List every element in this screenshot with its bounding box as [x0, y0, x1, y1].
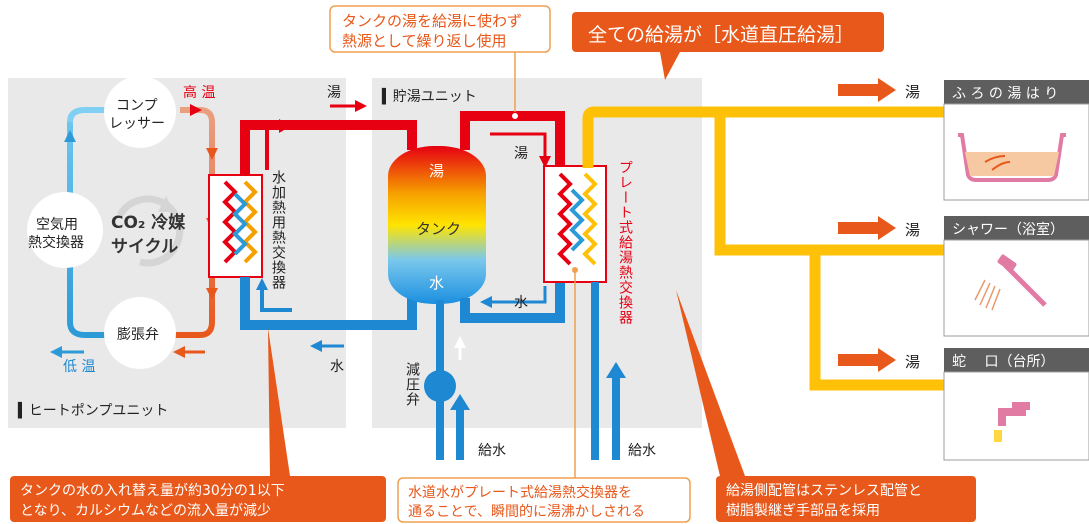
outlet-flow-faucet: 湯: [905, 353, 921, 371]
low-temp-label: 低 温: [63, 359, 96, 375]
outlet-flow-shower: 湯: [905, 221, 921, 239]
plate-water-label: 水: [514, 295, 528, 311]
air-heat-exchanger: [27, 192, 103, 268]
expansion-valve-label: 膨張弁: [117, 327, 159, 343]
outlet-flow-bath: 湯: [905, 83, 921, 101]
plate-exchanger-label: プレート式給湯熱交換器: [617, 160, 633, 325]
compressor-label-1: コンプ: [116, 98, 158, 114]
faucet-icon: [994, 402, 1030, 442]
storage-tank: [388, 146, 486, 304]
plate-hot-label: 湯: [514, 146, 528, 162]
tank-hot-label: 湯: [429, 162, 445, 180]
callout-tank-line1: タンクの水の入れ替え量が約30分の1以下: [20, 483, 285, 499]
callout-plate-line2: 通ることで、瞬間的に湯沸かしされる: [408, 504, 646, 520]
pressure-reducing-valve: [424, 370, 456, 402]
compressor: [104, 76, 176, 148]
tank-water-label: 水: [429, 274, 445, 292]
storage-unit-label: ▍貯湯ユニット: [382, 89, 477, 105]
pipe-hot-label: 湯: [327, 85, 341, 101]
pressure-valve-label: 減圧弁: [404, 362, 420, 407]
supply-water-label-1: 給水: [478, 443, 506, 459]
callout-reuse-line1: タンクの湯を給湯に使わず: [342, 12, 523, 30]
callout-reuse-line2: 熱源として繰り返し使用: [342, 32, 507, 50]
cycle-label-2: サイクル: [111, 237, 179, 257]
pipe-water-label: 水: [330, 359, 344, 375]
bathtub-icon: [958, 133, 1066, 182]
shower-icon: [974, 254, 1047, 311]
callout-tank-line2: となり、カルシウムなどの流入量が減少: [20, 503, 272, 519]
outlet-faucet-label: 蛇 口（台所）: [952, 354, 1055, 370]
high-temp-label: 高 温: [183, 85, 216, 101]
callout-pipe-line1: 給湯側配管はステンレス配管と: [726, 483, 922, 499]
callout-direct-pressure: 全ての給湯が［水道直圧給湯］: [588, 24, 855, 46]
callout-pipe-line2: 樹脂製継ぎ手部品を採用: [726, 503, 880, 519]
compressor-label-2: レッサー: [109, 116, 165, 132]
heat-pump-unit-label: ▍ヒートポンプユニット: [18, 403, 169, 419]
water-exchanger-label: 水加熱用熱交換器: [270, 170, 286, 290]
outlet-bath-label: ふ ろ の 湯 は り: [952, 86, 1059, 102]
expansion-valve: [104, 297, 176, 369]
tank-name-label: タンク: [416, 220, 462, 238]
air-exchanger-label-2: 熱交換器: [28, 235, 84, 251]
supply-water-label-2: 給水: [628, 443, 656, 459]
callout-plate-line1: 水道水がプレート式給湯熱交換器を: [408, 485, 632, 501]
cycle-arrow-icon: [116, 195, 184, 267]
outlet-shower-label: シャワー（浴室）: [952, 222, 1064, 238]
cycle-label-1: CO₂ 冷媒: [111, 213, 186, 233]
air-exchanger-label-1: 空気用: [36, 217, 78, 233]
